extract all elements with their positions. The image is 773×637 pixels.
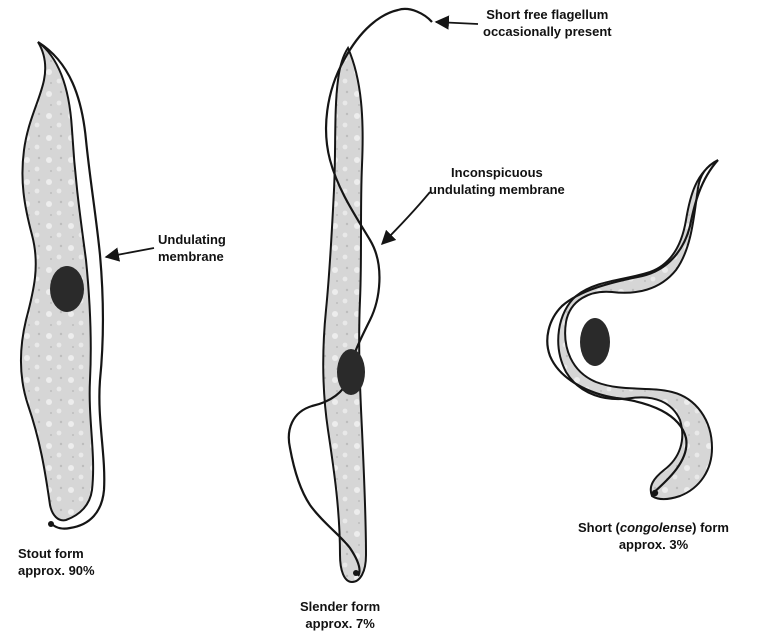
- label-line: membrane: [158, 248, 226, 265]
- short-form-nucleus: [580, 318, 610, 366]
- stout-form-nucleus: [50, 266, 84, 312]
- caption-species: congolense: [620, 520, 692, 535]
- caption-line: Short (congolense) form: [578, 519, 729, 536]
- caption-line: approx. 90%: [18, 562, 95, 579]
- short-form-organism: [547, 160, 718, 499]
- short-form-kinetoplast: [652, 490, 658, 496]
- inconspicuous-membrane-label: Inconspicuous undulating membrane: [429, 164, 565, 198]
- slender-form-organism: [289, 9, 432, 582]
- label-line: Inconspicuous: [429, 164, 565, 181]
- stout-form-organism: [21, 42, 104, 529]
- short-form-caption: Short (congolense) form approx. 3%: [578, 519, 729, 553]
- slender-form-kinetoplast: [353, 570, 359, 576]
- caption-suffix: ) form: [692, 520, 729, 535]
- caption-line: Stout form: [18, 545, 95, 562]
- label-line: undulating membrane: [429, 181, 565, 198]
- label-line: Short free flagellum: [483, 6, 612, 23]
- stout-form-kinetoplast: [48, 521, 54, 527]
- free-flagellum-label: Short free flagellum occasionally presen…: [483, 6, 612, 40]
- slender-form-nucleus: [337, 349, 365, 395]
- stout-form-caption: Stout form approx. 90%: [18, 545, 95, 579]
- caption-line: Slender form: [300, 598, 380, 615]
- label-line: occasionally present: [483, 23, 612, 40]
- label-line: Undulating: [158, 231, 226, 248]
- inconspicuous-membrane-pointer-arrow: [382, 192, 430, 244]
- stout-undulating-membrane-label: Undulating membrane: [158, 231, 226, 265]
- stout-membrane-pointer-arrow: [106, 248, 154, 257]
- caption-line: approx. 7%: [300, 615, 380, 632]
- caption-line: approx. 3%: [578, 536, 729, 553]
- slender-form-body: [323, 48, 366, 582]
- free-flagellum-pointer-arrow: [436, 22, 478, 24]
- caption-prefix: Short (: [578, 520, 620, 535]
- slender-form-caption: Slender form approx. 7%: [300, 598, 380, 632]
